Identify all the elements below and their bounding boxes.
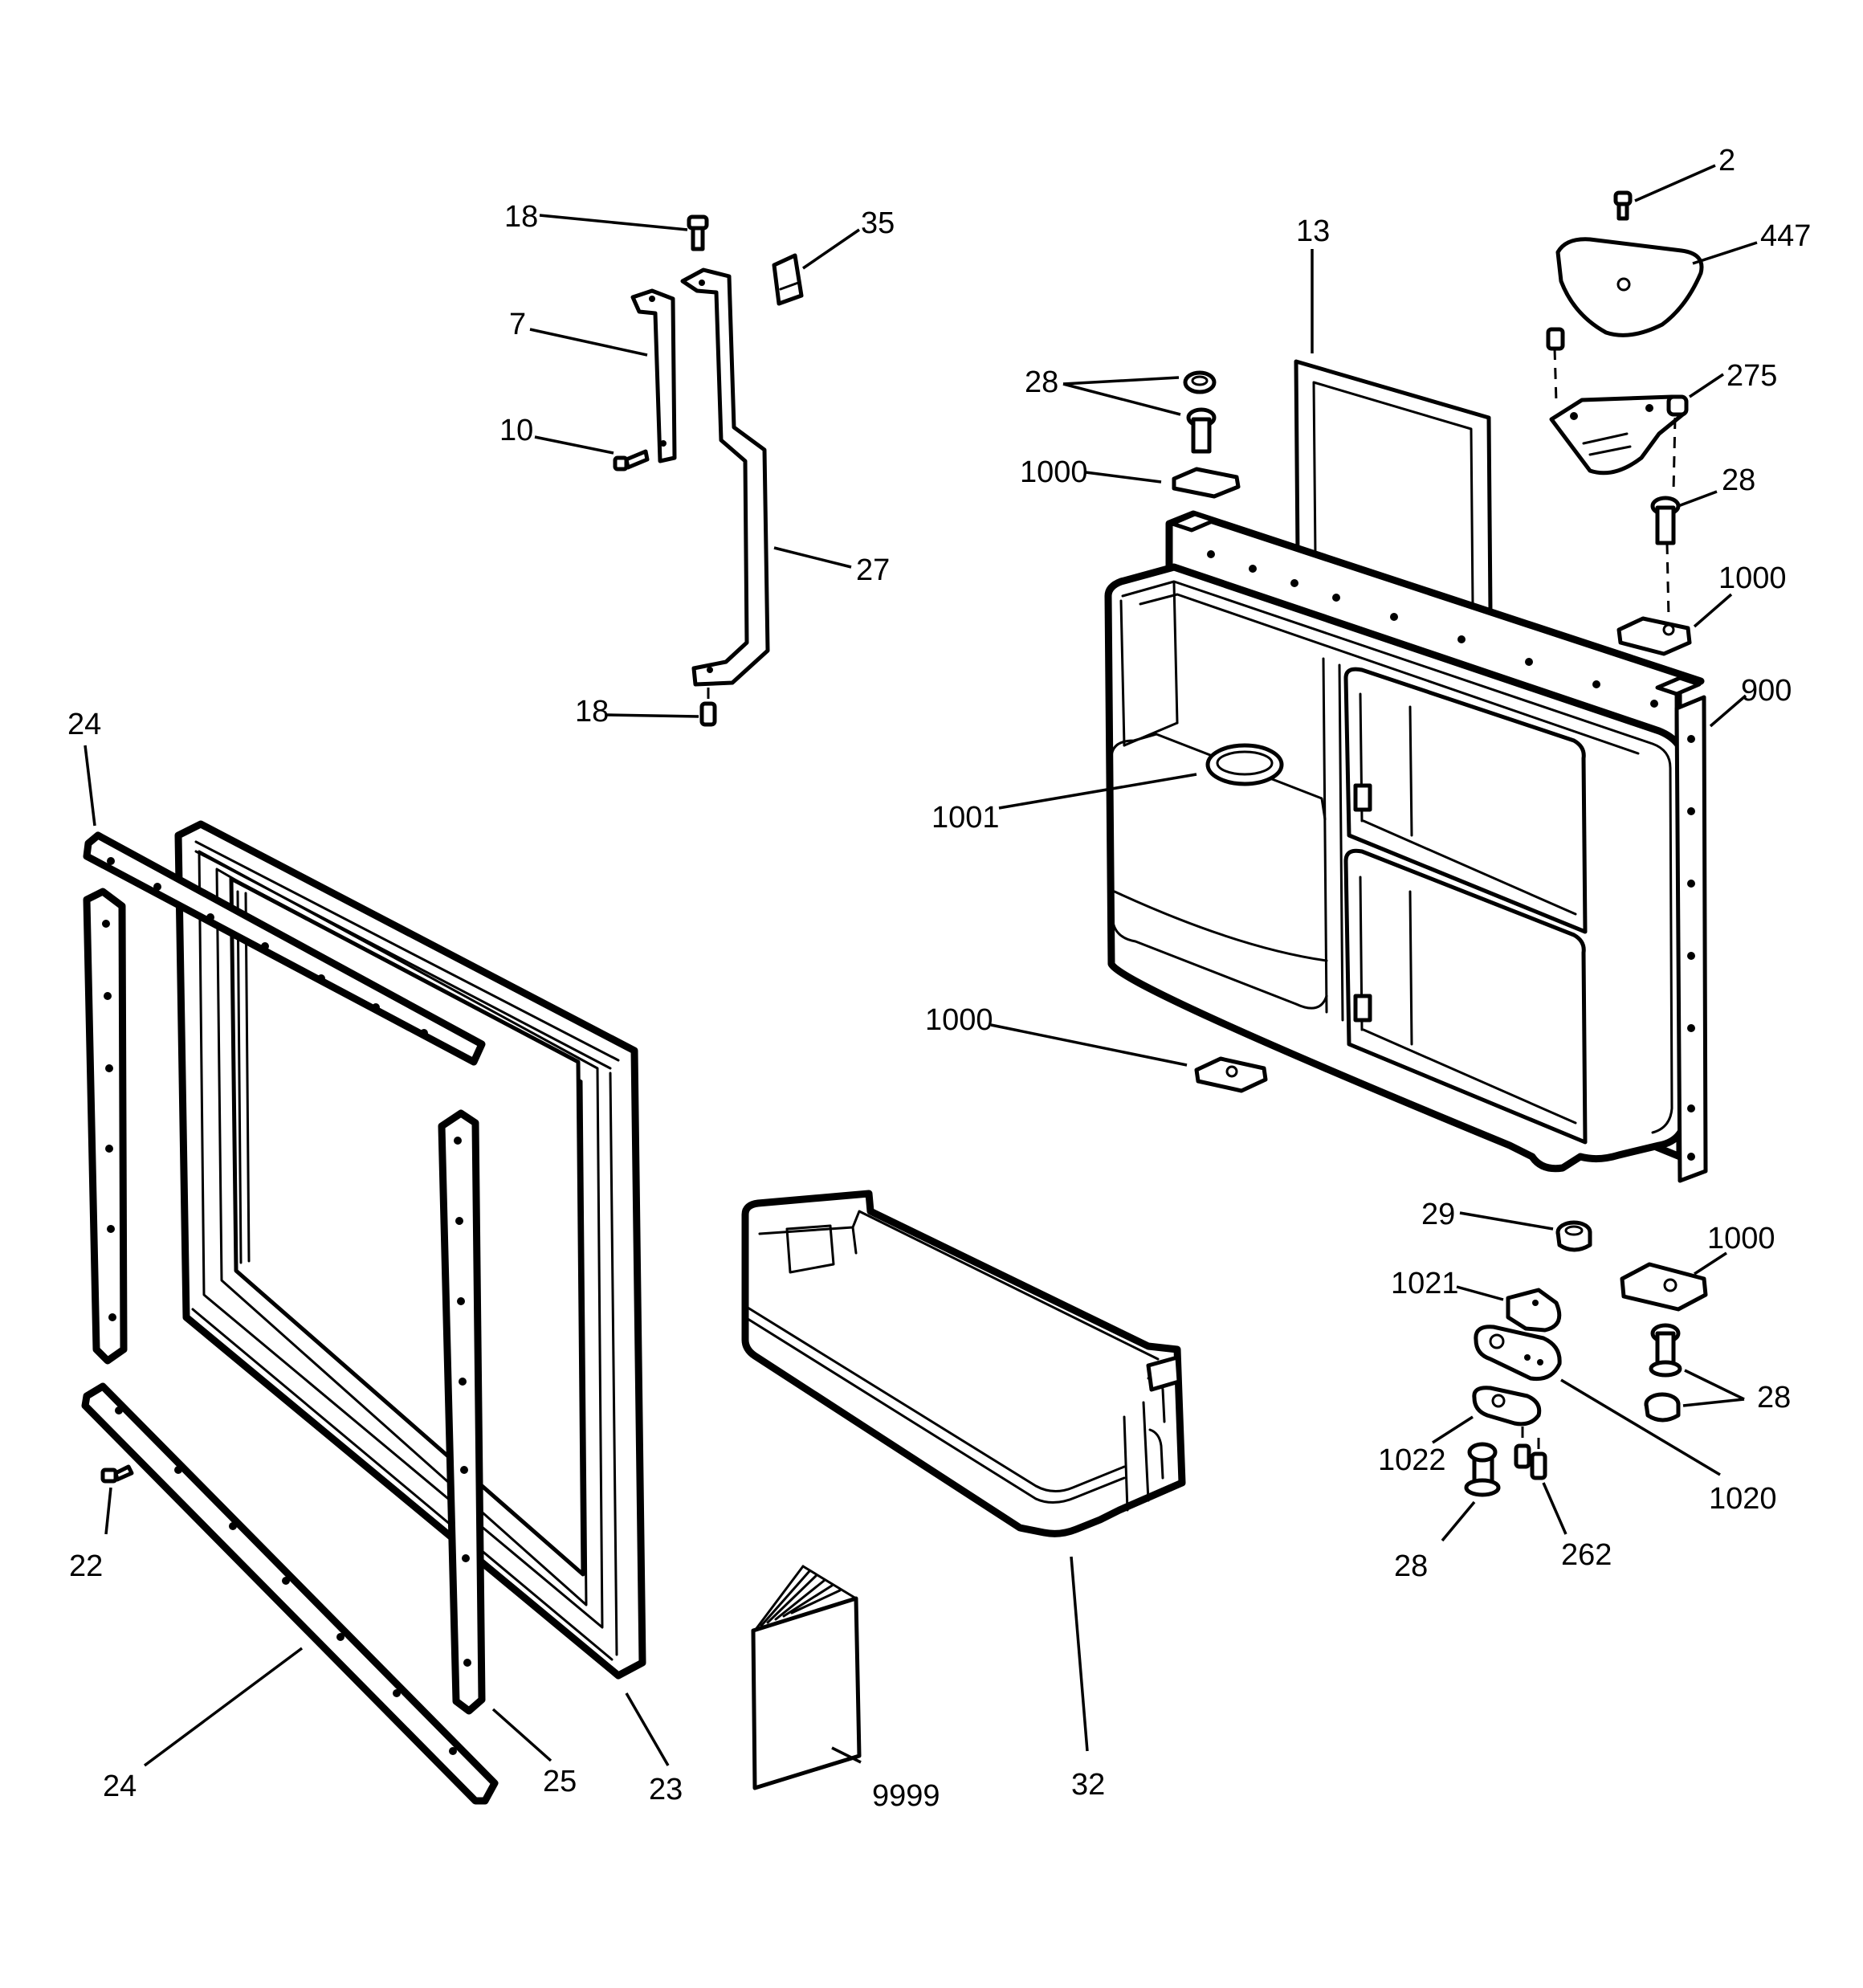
- part-1000-pad-b: [1616, 616, 1692, 656]
- part-9999-manual-booklet: [751, 1565, 862, 1790]
- callout-262: 262: [1561, 1538, 1612, 1572]
- part-1000-pad-a: [1172, 467, 1241, 499]
- part-28-pin-bottom: [1464, 1442, 1501, 1497]
- part-262-screws: [1514, 1427, 1547, 1480]
- callout-13: 13: [1296, 214, 1330, 248]
- part-35-clip: [772, 253, 804, 306]
- part-22-screw: [100, 1464, 134, 1484]
- callout-labels: 18 35 7 10 27 18 13 2 447 28 275 1000 28…: [67, 144, 1811, 1813]
- callout-25: 25: [543, 1765, 577, 1798]
- callout-18-bottom: 18: [575, 695, 609, 729]
- part-1000-pad-d: [1620, 1262, 1708, 1312]
- part-25-strip-right: [438, 1109, 486, 1715]
- callout-7: 7: [509, 308, 526, 341]
- callout-27: 27: [856, 553, 890, 587]
- callout-1000-c: 1000: [925, 1003, 993, 1037]
- callout-1000-d: 1000: [1707, 1222, 1775, 1255]
- callout-1022: 1022: [1378, 1443, 1446, 1477]
- callout-23: 23: [649, 1773, 683, 1806]
- callout-22: 22: [69, 1549, 103, 1583]
- callout-900: 900: [1741, 674, 1792, 708]
- callout-1020: 1020: [1709, 1482, 1777, 1516]
- callout-24-bottom: 24: [103, 1770, 137, 1803]
- callout-28-c: 28: [1757, 1381, 1791, 1414]
- part-900-door-liner: [1104, 510, 1708, 1183]
- callout-28-d: 28: [1394, 1549, 1428, 1583]
- callout-28-b: 28: [1722, 463, 1755, 497]
- part-10-screw: [613, 449, 650, 471]
- part-1000-pad-c: [1194, 1056, 1268, 1093]
- callout-18-top: 18: [504, 200, 538, 234]
- part-1022-hinge-plate: [1472, 1386, 1542, 1427]
- part-28-bushing-left: [1183, 370, 1217, 454]
- callout-29: 29: [1421, 1198, 1455, 1231]
- part-27-handle: [680, 267, 770, 687]
- part-1020-hinge-plate: [1474, 1325, 1562, 1382]
- leader-lines: [84, 164, 1758, 1767]
- part-2-screw: [1613, 190, 1633, 221]
- callout-1000-b: 1000: [1718, 561, 1787, 595]
- callout-447: 447: [1760, 219, 1811, 253]
- part-32-door-bin: [741, 1190, 1186, 1537]
- callout-9999: 9999: [872, 1779, 940, 1813]
- part-275-hinge-plate: [1546, 327, 1689, 476]
- callout-275: 275: [1726, 359, 1777, 393]
- part-24-strip-bottom: [81, 1382, 499, 1805]
- callout-10: 10: [499, 414, 533, 447]
- part-1021-cam: [1506, 1288, 1562, 1333]
- callout-32: 32: [1071, 1768, 1105, 1802]
- part-24-strip-left: [83, 888, 128, 1365]
- part-7-bracket: [630, 288, 677, 463]
- callout-1001: 1001: [932, 801, 1000, 835]
- callout-2: 2: [1718, 144, 1735, 178]
- callout-1021: 1021: [1391, 1267, 1459, 1300]
- callout-1000-a: 1000: [1020, 455, 1088, 489]
- part-23-door-frame: [174, 820, 646, 1680]
- part-18-screw-top: [687, 214, 709, 251]
- part-24-strip-top: [83, 831, 486, 1066]
- part-28-pin-bushing-bottom: [1644, 1323, 1682, 1423]
- callout-24-top: 24: [67, 708, 101, 741]
- part-18-screw-bottom: [699, 688, 717, 727]
- part-447-hinge-cover: [1555, 237, 1704, 337]
- part-29-grommet: [1555, 1220, 1592, 1252]
- callout-35: 35: [861, 206, 895, 240]
- part-28-pin-right: [1650, 417, 1681, 619]
- callout-28-a: 28: [1025, 365, 1058, 399]
